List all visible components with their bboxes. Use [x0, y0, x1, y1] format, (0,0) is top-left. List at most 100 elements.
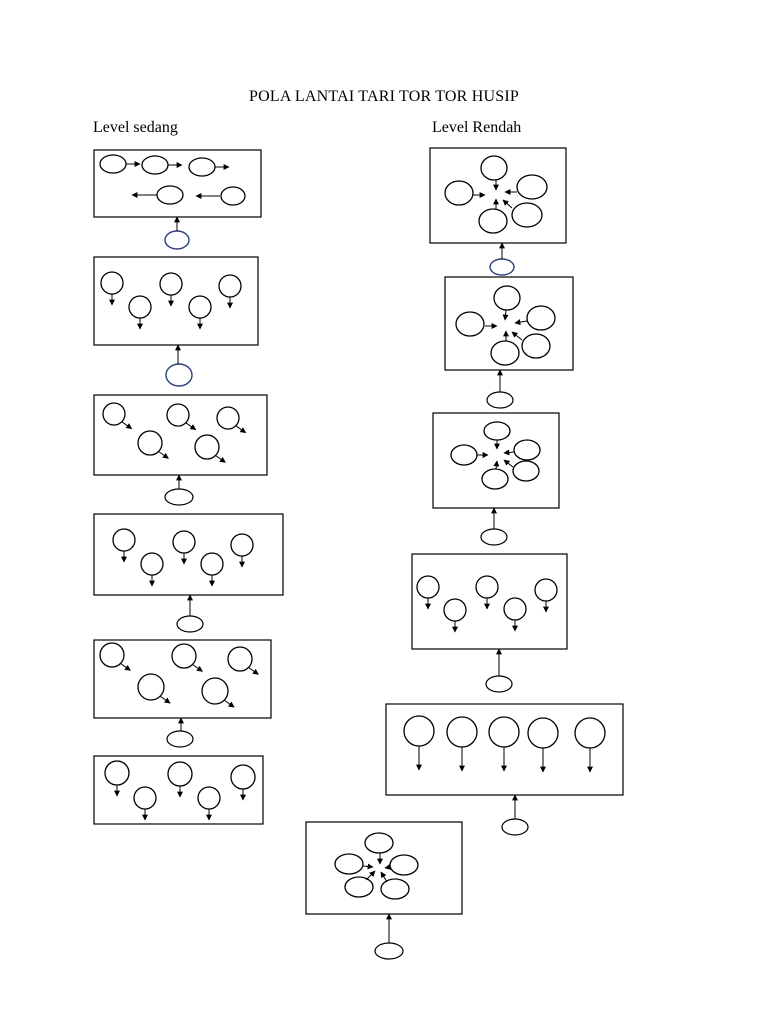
direction-arrow: [235, 425, 247, 434]
transition-marker: [485, 675, 513, 693]
direction-arrow: [121, 421, 133, 430]
dancer-circle: [133, 786, 157, 810]
transition-marker: [165, 363, 193, 387]
transition-marker: [374, 942, 404, 960]
dancer-circle: [446, 716, 478, 748]
dancer-circle: [159, 272, 183, 296]
dancer-circle: [141, 155, 169, 175]
direction-arrow: [503, 449, 515, 456]
dancer-circle: [450, 444, 478, 466]
dancer-circle: [481, 468, 509, 490]
formation-box: [444, 276, 574, 371]
direction-arrow: [502, 309, 509, 321]
dancer-circle: [443, 598, 467, 622]
dancer-circle: [403, 715, 435, 747]
dancer-circle: [128, 295, 152, 319]
dancer-circle: [171, 643, 197, 669]
dancer-circle: [480, 155, 508, 181]
dancer-circle: [166, 403, 190, 427]
dancer-circle: [527, 717, 559, 749]
transition-marker: [164, 230, 190, 250]
transition-marker: [480, 528, 508, 546]
dancer-circle: [534, 578, 558, 602]
dancer-circle: [197, 786, 221, 810]
transition-marker: [501, 818, 529, 836]
dancer-circle: [380, 878, 410, 900]
dancer-circle: [389, 854, 419, 876]
dancer-circle: [574, 717, 606, 749]
transition-marker: [176, 615, 204, 633]
dancer-circle: [100, 271, 124, 295]
dancer-circle: [227, 646, 253, 672]
direction-arrow: [502, 199, 513, 209]
direction-arrow: [192, 663, 203, 672]
column-label-level-sedang: Level sedang: [93, 119, 178, 136]
dancer-circle: [167, 761, 193, 787]
dancer-circle: [220, 186, 246, 206]
dancer-circle: [188, 157, 216, 177]
direction-arrow: [223, 699, 235, 708]
dancer-circle: [112, 528, 136, 552]
dancer-circle: [137, 430, 163, 456]
dancer-circle: [455, 311, 485, 337]
dancer-circle: [200, 552, 224, 576]
dancer-circle: [513, 439, 541, 461]
dancer-circle: [230, 533, 254, 557]
direction-arrow: [159, 695, 171, 704]
direction-arrow: [511, 331, 523, 341]
formation-box: [305, 821, 463, 915]
dancer-circle: [483, 421, 511, 441]
direction-arrow: [503, 459, 514, 468]
dancer-circle: [475, 575, 499, 599]
dancer-circle: [526, 305, 556, 331]
dancer-circle: [334, 853, 364, 875]
transition-marker: [489, 258, 515, 276]
dancer-circle: [99, 642, 125, 668]
direction-arrow: [362, 863, 374, 870]
direction-arrow: [185, 422, 197, 431]
transition-marker: [166, 730, 194, 748]
dancer-circle: [503, 597, 527, 621]
formation-box: [429, 147, 567, 244]
dancer-circle: [102, 402, 126, 426]
dancer-circle: [99, 154, 127, 174]
transition-marker: [486, 391, 514, 409]
dancer-circle: [216, 406, 240, 430]
direction-arrow: [380, 871, 388, 883]
dancer-circle: [172, 530, 196, 554]
formation-box: [93, 755, 264, 825]
dancer-circle: [137, 673, 165, 701]
direction-arrow: [248, 666, 259, 675]
page-title: POLA LANTAI TARI TOR TOR HUSIP: [249, 88, 519, 105]
dancer-circle: [104, 760, 130, 786]
dancer-circle: [218, 274, 242, 298]
direction-arrow: [158, 450, 169, 459]
dancer-circle: [493, 285, 521, 311]
direction-arrow: [365, 870, 376, 881]
direction-arrow: [493, 460, 500, 470]
formation-box: [93, 256, 259, 346]
column-label-level-rendah: Level Rendah: [432, 119, 522, 136]
dancer-circle: [194, 434, 220, 460]
dancer-circle: [516, 174, 548, 200]
dancer-circle: [478, 208, 508, 234]
dancer-circle: [488, 716, 520, 748]
dancer-circle: [188, 295, 212, 319]
formation-box: [411, 553, 568, 650]
transition-marker: [164, 488, 194, 506]
formation-box: [385, 703, 624, 796]
dancer-circle: [511, 202, 543, 228]
direction-arrow: [215, 454, 226, 463]
dancer-circle: [344, 876, 374, 898]
dancer-circle: [230, 764, 256, 790]
formation-box: [93, 513, 284, 596]
direction-arrow: [514, 319, 528, 326]
dancer-circle: [512, 460, 540, 482]
direction-arrow: [120, 662, 131, 671]
dancer-circle: [364, 832, 394, 854]
dancer-circle: [490, 340, 520, 366]
dancer-circle: [156, 185, 184, 205]
dancer-circle: [416, 575, 440, 599]
dancer-circle: [201, 677, 229, 705]
